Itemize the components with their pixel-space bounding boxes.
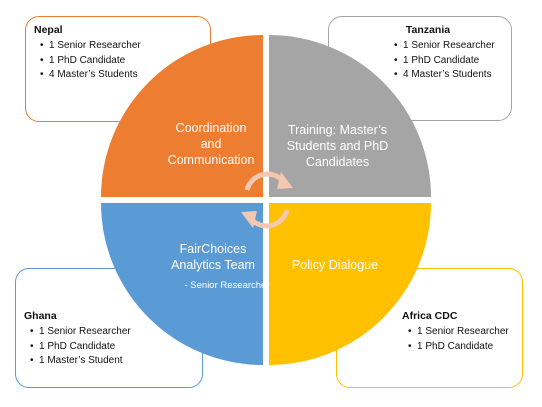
training-line3: Candidates [305,155,370,169]
list-item: 1 Senior Researcher [24,325,192,340]
list-item: 4 Master’s Students [34,68,202,83]
list-item: 1 Senior Researcher [402,325,514,340]
training-line2: Students and PhD [286,139,389,153]
training-line1: Training: Master’s [287,123,388,137]
list-item: 1 Master’s Student [24,354,192,369]
ghana-list: 1 Senior Researcher 1 PhD Candidate 1 Ma… [24,325,192,369]
cycle-arrows-icon [244,171,290,229]
arrow-head-icon [241,211,257,228]
list-item: 1 PhD Candidate [388,54,503,69]
fairchoices-line2: Analytics Team [171,258,255,272]
policy-dialogue-label: Policy Dialogue [270,257,400,273]
list-item: 1 PhD Candidate [402,340,514,355]
fairchoices-subtitle: - Senior Researcher [184,280,270,291]
training-label: Training: Master’s Students and PhD Cand… [270,122,405,170]
quadrant-top-left [101,35,263,197]
quadrant-bottom-right [269,203,431,365]
list-item: 4 Master’s Students [388,68,503,83]
tanzania-title: Tanzania [405,24,451,36]
arrow-head-icon [277,172,293,189]
quadrant-bottom-left [101,203,263,365]
coordination-label: Coordination and Communication [146,120,276,168]
policy-dialogue-line1: Policy Dialogue [291,258,379,272]
tanzania-list: 1 Senior Researcher 1 PhD Candidate 4 Ma… [388,39,503,83]
list-item: 1 Senior Researcher [34,39,202,54]
ghana-title: Ghana [24,310,57,322]
list-item: 1 Senior Researcher [388,39,503,54]
list-item: 1 PhD Candidate [34,54,202,69]
africa-cdc-list: 1 Senior Researcher 1 PhD Candidate [402,325,514,354]
fairchoices-label: FairChoices Analytics Team - Senior Rese… [148,241,278,294]
fairchoices-line1: FairChoices [179,242,247,256]
africa-cdc-title: Africa CDC [402,310,458,322]
coordination-line3: Communication [167,153,255,167]
nepal-list: 1 Senior Researcher 1 PhD Candidate 4 Ma… [34,39,202,83]
coordination-line1: Coordination [175,121,247,135]
quadrant-top-right [269,35,431,197]
nepal-title: Nepal [34,24,63,36]
coordination-line2: and [200,137,222,151]
list-item: 1 PhD Candidate [24,340,192,355]
